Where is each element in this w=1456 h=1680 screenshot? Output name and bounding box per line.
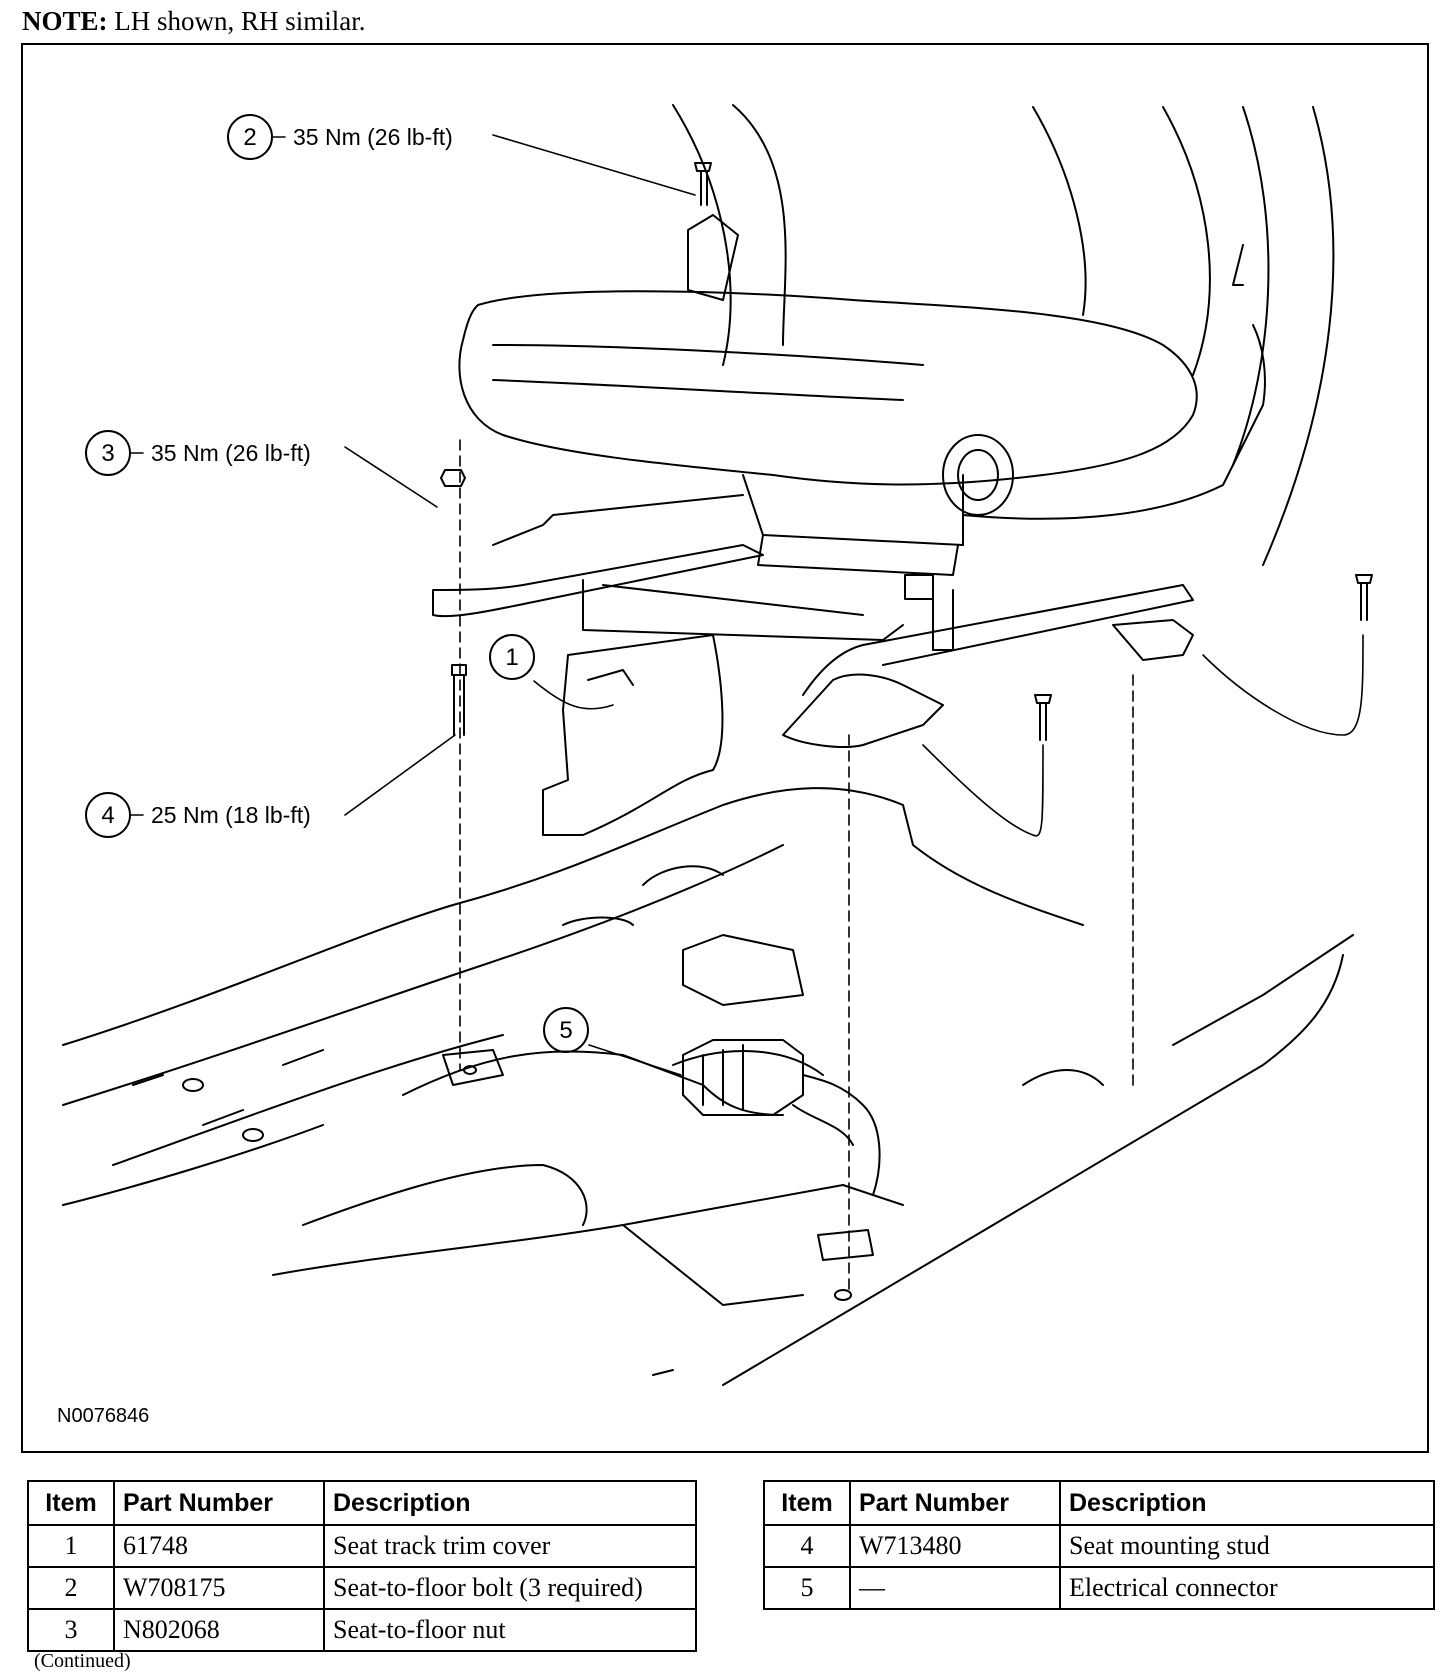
callout-circle-5 [543,1007,589,1053]
cell-item: 2 [27,1566,115,1610]
note-text: LH shown, RH similar. [107,6,366,36]
callout-circles [85,114,589,1053]
seat-backrest [672,104,1335,566]
callout-torque-2: 35 Nm (26 lb-ft) [293,124,453,150]
callout-torque-4: 25 Nm (18 lb-ft) [151,802,311,828]
table-header-row: Item Part Number Description [763,1480,1435,1526]
cell-description: Seat mounting stud [1059,1524,1435,1568]
cell-item: 5 [763,1566,851,1610]
exploded-view-drawing: 2 35 Nm (26 lb-ft) 3 35 Nm (26 lb-ft) 4 … [57,104,1373,1427]
header-description: Description [323,1480,697,1526]
cell-item: 3 [27,1608,115,1652]
note-label: NOTE: [22,6,108,36]
header-part-number: Part Number [849,1480,1061,1526]
cell-description: Seat-to-floor nut [323,1608,697,1652]
cell-part-number: W708175 [113,1566,325,1610]
callout-number-4: 4 [101,802,114,829]
callout-circle-1 [489,634,535,680]
nut-and-stud [440,469,467,736]
cell-description: Seat-to-floor bolt (3 required) [323,1566,697,1610]
table-row: 2 W708175 Seat-to-floor bolt (3 required… [27,1566,697,1610]
table-row: 1 61748 Seat track trim cover [27,1524,697,1568]
cell-part-number: W713480 [849,1524,1061,1568]
callout-number-1: 1 [505,644,518,671]
seat-bolts [694,162,1373,741]
trim-cover-part [542,634,724,836]
leader-lines [130,134,1364,1076]
header-part-number: Part Number [113,1480,325,1526]
seat-cushion [458,214,1266,576]
cell-item: 1 [27,1524,115,1568]
header-item: Item [27,1480,115,1526]
table-row: 4 W713480 Seat mounting stud [763,1524,1435,1568]
cell-part-number: 61748 [113,1524,325,1568]
alignment-lines [459,439,1134,1296]
continued-label: (Continued) [34,1650,131,1672]
cell-part-number: — [849,1566,1061,1610]
seat-installation-figure: 2 35 Nm (26 lb-ft) 3 35 Nm (26 lb-ft) 4 … [21,43,1429,1453]
cell-part-number: N802068 [113,1608,325,1652]
callout-circle-4 [85,792,131,838]
header-item: Item [763,1480,851,1526]
callout-number-2: 2 [243,124,256,151]
cell-description: Electrical connector [1059,1566,1435,1610]
callout-circle-3 [85,430,131,476]
callout-circle-2 [227,114,273,160]
figure-id: N0076846 [57,1405,149,1427]
table-header-row: Item Part Number Description [27,1480,697,1526]
electrical-connector-part [682,1039,881,1196]
header-description: Description [1059,1480,1435,1526]
callout-number-3: 3 [101,440,114,467]
cell-item: 4 [763,1524,851,1568]
callout-number-5: 5 [559,1017,572,1044]
floor-pan [62,787,1354,1386]
seat-track-frame [432,494,1194,748]
table-row: 5 — Electrical connector [763,1566,1435,1610]
parts-table-left: Item Part Number Description 1 61748 Sea… [27,1480,697,1652]
note-line: NOTE: LH shown, RH similar. [22,6,366,37]
cell-description: Seat track trim cover [323,1524,697,1568]
table-row: 3 N802068 Seat-to-floor nut [27,1608,697,1652]
parts-table-right: Item Part Number Description 4 W713480 S… [763,1480,1435,1610]
callout-torque-3: 35 Nm (26 lb-ft) [151,440,311,466]
